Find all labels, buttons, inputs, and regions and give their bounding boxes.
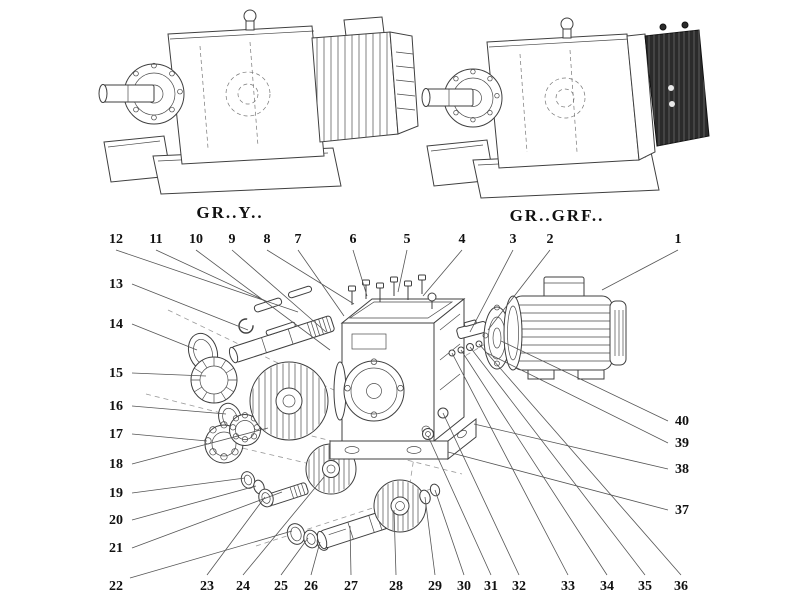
callout-10: 10 bbox=[189, 232, 203, 247]
bearing-cap bbox=[422, 428, 434, 440]
callout-17: 17 bbox=[109, 427, 123, 442]
callout-6: 6 bbox=[350, 232, 357, 247]
breather-plug bbox=[427, 292, 437, 302]
callout-36: 36 bbox=[674, 579, 688, 594]
callout-33: 33 bbox=[561, 579, 575, 594]
housing-bore bbox=[343, 360, 405, 422]
callout-21: 21 bbox=[109, 541, 123, 556]
bolts bbox=[348, 274, 437, 309]
adapter-plug bbox=[668, 85, 674, 91]
figure-label-right: GR..GRF.. bbox=[510, 206, 605, 225]
callout-3: 3 bbox=[510, 232, 517, 247]
callout-4: 4 bbox=[459, 232, 466, 247]
figure-gearmotor-with-motor bbox=[98, 9, 419, 195]
gear-housing bbox=[167, 25, 325, 165]
callout-20: 20 bbox=[109, 513, 123, 528]
callout-7: 7 bbox=[295, 232, 302, 247]
input-shaft bbox=[228, 315, 335, 364]
motor-fins bbox=[514, 304, 610, 362]
callouts: 12 11 10 9 8 7 6 5 4 3 2 1 13 14 15 16 1… bbox=[109, 232, 689, 594]
leader-lines-left bbox=[129, 283, 293, 579]
adapter-block bbox=[644, 29, 710, 147]
gear-housing bbox=[329, 297, 477, 461]
motor-foot bbox=[527, 369, 555, 380]
callout-12: 12 bbox=[109, 232, 123, 247]
fan-cover bbox=[609, 300, 627, 366]
housing-gasket bbox=[348, 301, 454, 319]
leader-lines-right bbox=[447, 340, 669, 511]
callout-32: 32 bbox=[512, 579, 526, 594]
motor-fins bbox=[316, 32, 388, 142]
callout-26: 26 bbox=[304, 579, 318, 594]
callout-40: 40 bbox=[675, 414, 689, 429]
motor-foot bbox=[577, 369, 605, 380]
callout-2: 2 bbox=[547, 232, 554, 247]
callout-31: 31 bbox=[484, 579, 498, 594]
figure-label-left: GR..Y.. bbox=[196, 203, 263, 222]
callout-35: 35 bbox=[638, 579, 652, 594]
callout-27: 27 bbox=[344, 579, 358, 594]
callout-16: 16 bbox=[109, 399, 123, 414]
callout-39: 39 bbox=[675, 436, 689, 451]
callout-30: 30 bbox=[457, 579, 471, 594]
foot-front bbox=[329, 440, 449, 460]
roller-bearing bbox=[190, 356, 238, 404]
motor bbox=[503, 276, 627, 380]
foot-side bbox=[447, 417, 477, 461]
callout-23: 23 bbox=[200, 579, 214, 594]
gear-output bbox=[373, 479, 427, 533]
circlip bbox=[238, 318, 254, 334]
motor-body bbox=[511, 295, 613, 371]
callout-19: 19 bbox=[109, 486, 123, 501]
adapter-bolt bbox=[659, 23, 667, 31]
terminal-box bbox=[543, 276, 585, 299]
hidden-lines bbox=[199, 41, 259, 149]
leader-lines-top bbox=[115, 249, 679, 351]
callout-8: 8 bbox=[264, 232, 271, 247]
callout-28: 28 bbox=[389, 579, 403, 594]
callout-11: 11 bbox=[149, 232, 162, 247]
callout-1: 1 bbox=[675, 232, 682, 247]
fan-cover bbox=[389, 31, 419, 135]
callout-24: 24 bbox=[236, 579, 250, 594]
adapter-plug bbox=[669, 101, 675, 107]
fan-slots bbox=[395, 51, 416, 111]
callout-38: 38 bbox=[675, 462, 689, 477]
callout-13: 13 bbox=[109, 277, 123, 292]
nameplate bbox=[351, 333, 387, 350]
motor-end-bell bbox=[503, 295, 523, 371]
callout-5: 5 bbox=[404, 232, 411, 247]
adapter-flange bbox=[626, 33, 656, 161]
gear-large bbox=[249, 361, 329, 441]
callout-29: 29 bbox=[428, 579, 442, 594]
washer bbox=[240, 471, 256, 489]
callout-25: 25 bbox=[274, 579, 288, 594]
cover-ring bbox=[286, 523, 306, 545]
callout-34: 34 bbox=[600, 579, 614, 594]
adapter-bolt bbox=[681, 21, 689, 29]
figure-gear-reducer-adapter bbox=[421, 17, 710, 199]
leader-lines bbox=[115, 249, 682, 579]
exploded-view bbox=[145, 274, 627, 551]
callout-9: 9 bbox=[229, 232, 236, 247]
callout-15: 15 bbox=[109, 366, 123, 381]
callout-18: 18 bbox=[109, 457, 123, 472]
callout-22: 22 bbox=[109, 579, 123, 594]
gear-housing bbox=[486, 33, 640, 169]
callout-37: 37 bbox=[675, 503, 689, 518]
callout-14: 14 bbox=[109, 317, 123, 332]
leader-lines-bottom bbox=[206, 343, 682, 576]
motor-body bbox=[311, 31, 399, 143]
shaft-key bbox=[287, 285, 313, 299]
housing-side bbox=[433, 297, 465, 443]
